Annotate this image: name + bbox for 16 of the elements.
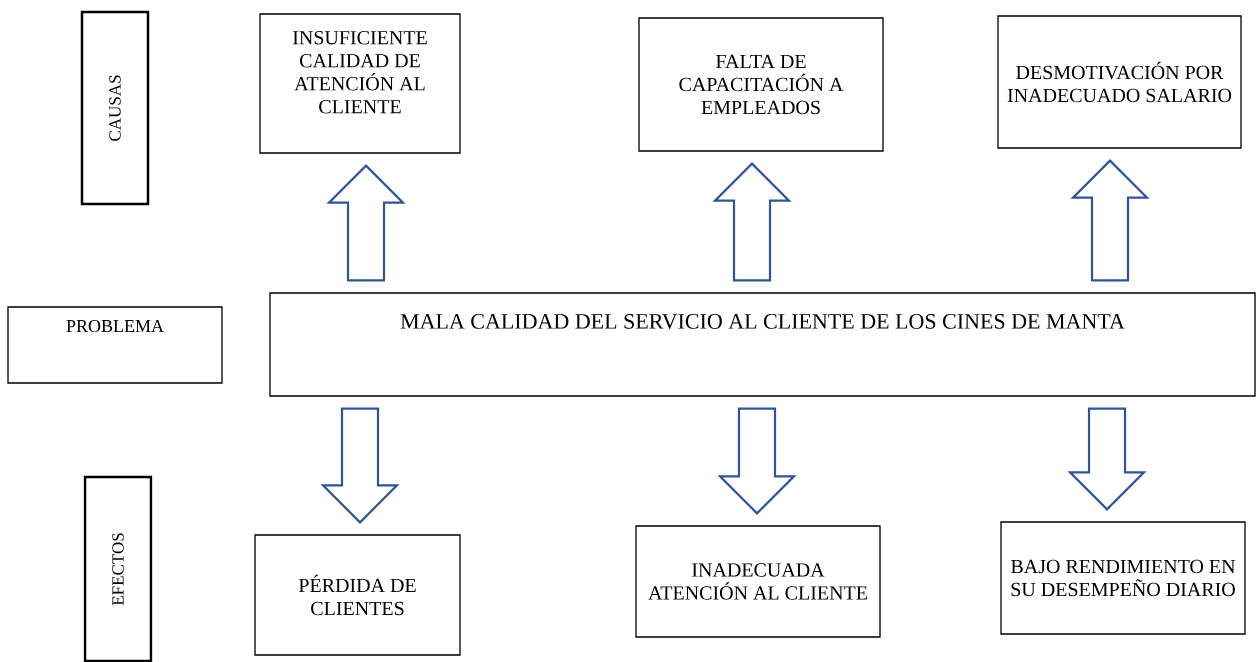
cause-box: INSUFICIENTE CALIDAD DE ATENCIÓN AL CLIENTE bbox=[259, 13, 461, 154]
effect-box: INADECUADA ATENCIÓN AL CLIENTE bbox=[635, 525, 881, 638]
block-arrow bbox=[717, 407, 797, 515]
block-arrow bbox=[326, 164, 406, 282]
problem-box: MALA CALIDAD DEL SERVICIO AL CLIENTE DE LOS CINES DE MANTA bbox=[269, 292, 1256, 397]
label-box: EFECTOS bbox=[83, 475, 153, 662]
label-box: PROBLEMA bbox=[7, 306, 223, 384]
block-arrow bbox=[1070, 159, 1150, 282]
label-box: CAUSAS bbox=[80, 10, 150, 206]
cause-box: DESMOTIVACIÓN POR INADECUADO SALARIO bbox=[997, 15, 1242, 149]
effect-box: BAJO RENDIMIENTO EN SU DESEMPEÑO DIARIO bbox=[1000, 521, 1246, 635]
block-arrow bbox=[320, 407, 400, 524]
block-arrow bbox=[1067, 407, 1147, 511]
cause-box: FALTA DE CAPACITACIÓN A EMPLEADOS bbox=[638, 17, 884, 152]
block-arrow bbox=[712, 162, 792, 282]
effect-box: PÉRDIDA DE CLIENTES bbox=[254, 534, 461, 656]
